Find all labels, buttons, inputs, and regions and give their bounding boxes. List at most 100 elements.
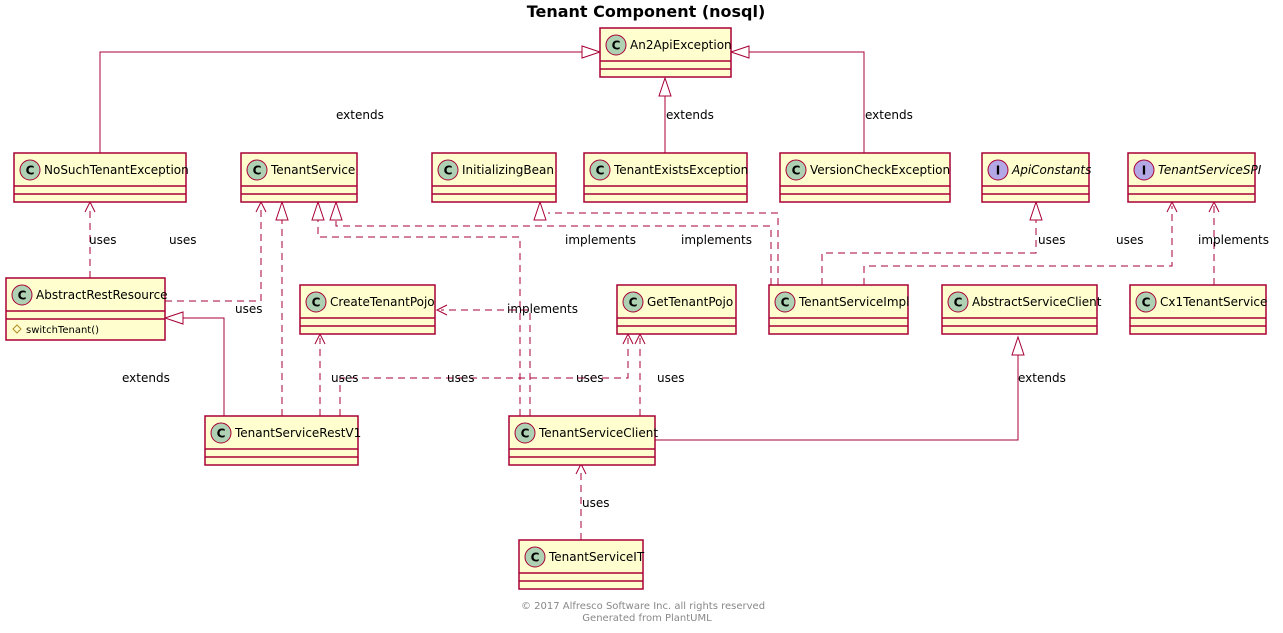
class-badge: C [217, 427, 226, 441]
edge-label: uses [447, 371, 475, 385]
edge-label: extends [1018, 371, 1066, 385]
class-name: ApiConstants [1011, 163, 1091, 177]
class-icon [437, 159, 459, 181]
edge-impl-implements-service [335, 220, 772, 285]
edge-impl-uses-constants [821, 220, 1037, 285]
class-tenantservicerestv1[interactable]: C TenantServiceRestV1 [204, 415, 361, 466]
class-badge: C [1142, 296, 1151, 310]
class-createtenantpojo[interactable]: C CreateTenantPojo [299, 284, 436, 335]
realization-arrowhead [311, 200, 325, 221]
class-badge: C [596, 164, 605, 178]
edge-label: uses [1116, 233, 1144, 247]
class-icon [1135, 291, 1157, 313]
class-cx1tenantservice[interactable]: C Cx1TenantService [1129, 284, 1267, 335]
edge-label: implements [565, 233, 636, 247]
realization-arrowhead [1029, 200, 1043, 221]
class-tenantserviceimpl[interactable]: C TenantServiceImpl [768, 284, 909, 335]
class-badge: C [531, 551, 540, 565]
class-name: AbstractRestResource [36, 288, 168, 302]
edge-label: extends [666, 108, 714, 122]
edge-client-uses-create [441, 309, 531, 416]
generalization-arrowhead [1011, 335, 1025, 356]
class-badge: C [629, 296, 638, 310]
edge-labels: extends extends extends uses uses implem… [89, 108, 1269, 510]
class-name: TenantServiceClient [538, 426, 658, 440]
protected-visibility-icon [12, 324, 22, 334]
class-abstractrestresource[interactable]: C AbstractRestResource switchTenant() [5, 277, 168, 341]
class-icon [210, 422, 232, 444]
edge-nosuch-extends [99, 51, 582, 153]
dependency-arrowhead [84, 200, 96, 213]
class-an2apiexception[interactable]: C An2ApiException [599, 27, 732, 78]
class-abstractserviceclient[interactable]: C AbstractServiceClient [941, 284, 1102, 335]
edge-label: implements [1198, 233, 1269, 247]
class-tenantexistsexception[interactable]: C TenantExistsException [583, 152, 748, 203]
edge-label: uses [582, 496, 610, 510]
class-name: VersionCheckException [810, 163, 950, 177]
edge-label: extends [865, 108, 913, 122]
interface-tenantservicespi[interactable]: I TenantServiceSPI [1127, 152, 1262, 203]
class-badge: C [253, 164, 262, 178]
dependency-arrowhead [435, 304, 448, 316]
class-name: CreateTenantPojo [330, 295, 435, 309]
realization-arrowhead [329, 200, 343, 221]
class-badge: C [521, 427, 530, 441]
class-badge: C [781, 296, 790, 310]
realization-arrowhead [533, 200, 547, 221]
class-name: TenantServiceRestV1 [234, 426, 361, 440]
interface-apiconstants[interactable]: I ApiConstants [981, 152, 1091, 203]
generalization-arrowhead [163, 311, 184, 325]
copyright-footer: © 2017 Alfresco Software Inc. all rights… [521, 601, 765, 612]
edge-label: uses [657, 371, 685, 385]
edge-label: uses [89, 233, 117, 247]
class-badge: C [444, 164, 453, 178]
edge-label: implements [681, 233, 752, 247]
edge-label: uses [331, 371, 359, 385]
edge-impl-uses-spi [863, 206, 1173, 285]
class-name: InitializingBean [462, 163, 554, 177]
edge-version-extends [749, 51, 865, 153]
relationships [84, 45, 1220, 540]
class-icon [947, 291, 969, 313]
interface-badge: I [996, 164, 1000, 178]
edge-label: uses [1038, 233, 1066, 247]
diagram-title: Tenant Component (nosql) [527, 2, 766, 21]
class-tenantserviceclient[interactable]: C TenantServiceClient [508, 415, 658, 466]
class-badge: C [954, 296, 963, 310]
class-gettenantpojo[interactable]: C GetTenantPojo [616, 284, 737, 335]
interface-icon [987, 159, 1009, 181]
class-icon [246, 159, 268, 181]
class-name: TenantService [270, 163, 355, 177]
edge-label: implements [507, 302, 578, 316]
class-name: NoSuchTenantException [44, 163, 189, 177]
edge-label: uses [235, 302, 263, 316]
generalization-arrowhead [729, 45, 750, 59]
class-badge: C [792, 164, 801, 178]
class-badge: C [312, 296, 321, 310]
method-switchtenant: switchTenant() [26, 325, 99, 336]
class-versioncheckexception[interactable]: C VersionCheckException [779, 152, 951, 203]
class-icon [11, 284, 33, 306]
class-icon [589, 159, 611, 181]
generalization-arrowhead [658, 76, 672, 97]
class-badge: C [18, 289, 27, 303]
class-name: TenantServiceImpl [798, 295, 909, 309]
generated-footer: Generated from PlantUML [582, 613, 712, 624]
edge-label: extends [336, 108, 384, 122]
class-icon [19, 159, 41, 181]
class-initializingbean[interactable]: C InitializingBean [431, 152, 557, 203]
edge-impl-implements-bean [548, 212, 779, 285]
class-tenantserviceit[interactable]: C TenantServiceIT [518, 539, 645, 590]
edge-client-implements-service [317, 220, 521, 416]
edge-label: uses [169, 233, 197, 247]
class-name: An2ApiException [630, 38, 732, 52]
edge-restv1-extends-restres [183, 317, 225, 416]
class-nosuchtenantexception[interactable]: C NoSuchTenantException [13, 152, 189, 203]
class-tenantservice[interactable]: C TenantService [240, 152, 358, 203]
class-icon [774, 291, 796, 313]
class-name: TenantExistsException [613, 163, 748, 177]
class-icon [605, 34, 627, 56]
class-name: TenantServiceSPI [1158, 163, 1262, 177]
class-name: Cx1TenantService [1160, 295, 1267, 309]
edge-restv1-uses-get [339, 338, 629, 416]
